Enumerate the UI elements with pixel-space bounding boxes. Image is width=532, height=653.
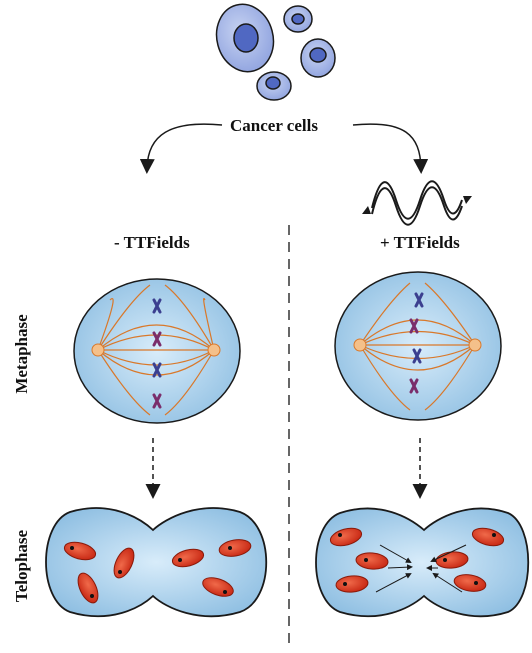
arrow-icon: [352, 123, 429, 174]
wave-icon: [362, 180, 472, 226]
metaphase-row-label: Metaphase: [12, 314, 31, 394]
centrosome: [353, 338, 367, 352]
telophase-cell-right: [315, 507, 530, 618]
telophase-row-label: Telophase: [12, 529, 31, 603]
chromosomes: [152, 298, 162, 409]
cancer-cells-label: Cancer cells: [230, 116, 318, 135]
cancer-nucleus: [233, 23, 259, 53]
cancer-cells-cluster: [215, 3, 336, 101]
spindle-fibers: [97, 284, 215, 416]
cancer-nucleus: [291, 13, 305, 25]
metaphase-cell-right: [334, 271, 502, 421]
metaphase-cell-left: [73, 278, 241, 424]
spindle-fibers: [359, 282, 476, 411]
telophase-cell-left: [45, 507, 267, 618]
chromosomes: [409, 292, 424, 394]
arrow-icon: [375, 544, 467, 593]
cancer-nucleus: [309, 47, 327, 63]
centrosome: [207, 343, 221, 357]
minus-ttfields-label: - TTFields: [114, 233, 190, 252]
plus-ttfields-label: + TTFields: [380, 233, 460, 252]
centrosome: [468, 338, 482, 352]
arrow-icon: [139, 123, 223, 174]
organelles: [329, 527, 505, 593]
cancer-nucleus: [265, 76, 281, 90]
centrosome: [91, 343, 105, 357]
